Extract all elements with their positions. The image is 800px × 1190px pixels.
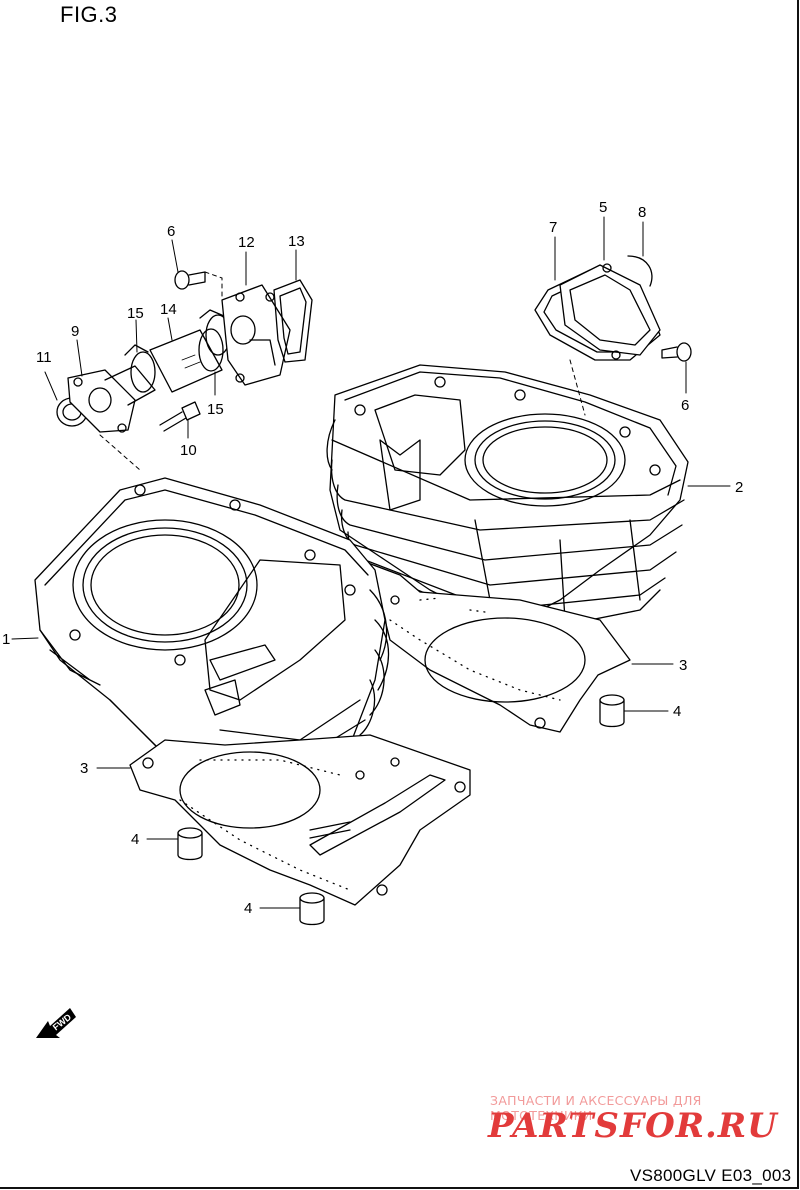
watermark-logo: PARTSFOR.RU xyxy=(488,1106,778,1146)
bolt-part-6-right xyxy=(661,342,692,362)
callout-10: 10 xyxy=(180,442,197,459)
callout-6-left: 6 xyxy=(167,223,175,240)
intake-pipe-part-12 xyxy=(221,284,291,386)
forward-arrow-icon: FWD xyxy=(36,1008,76,1038)
callout-6-right: 6 xyxy=(681,397,689,414)
hose-clamp-part-15-upper xyxy=(124,344,156,393)
callout-4-right: 4 xyxy=(673,703,681,720)
callout-13: 13 xyxy=(288,233,305,250)
rear-cylinder-part-2 xyxy=(326,364,689,631)
callout-15-lower: 15 xyxy=(207,401,224,418)
figure-code: VS800GLV E03_003 xyxy=(630,1166,792,1185)
intake-pipe-flange-part-9 xyxy=(67,365,156,433)
rear-cylinder-gasket xyxy=(359,559,631,733)
callout-7: 7 xyxy=(549,219,557,236)
o-ring-part-8 xyxy=(627,255,653,287)
intake-pipe-gasket-part-13 xyxy=(273,279,313,363)
callout-3-rear: 3 xyxy=(679,657,687,674)
callout-4-middle: 4 xyxy=(131,831,139,848)
watermark-tagline: ЗАПЧАСТИ И АКСЕССУАРЫ ДЛЯ МОТОТЕХНИКИ xyxy=(490,1093,702,1123)
bolt-part-6-left xyxy=(174,270,206,290)
callout-5: 5 xyxy=(599,199,607,216)
dowel-pin-upper-right xyxy=(599,694,625,728)
callout-8: 8 xyxy=(638,204,646,221)
callout-numbers: 1 2 3 3 4 4 4 5 6 6 7 8 9 10 11 12 13 14… xyxy=(2,199,743,917)
callout-2: 2 xyxy=(735,479,743,496)
callout-12: 12 xyxy=(238,234,255,251)
callout-11: 11 xyxy=(36,349,52,366)
bolt-part-10 xyxy=(159,401,201,432)
callout-1: 1 xyxy=(2,631,10,648)
dowel-pin-middle-left xyxy=(177,827,203,861)
intake-hose-part-14 xyxy=(149,328,224,393)
callout-15-upper: 15 xyxy=(127,305,144,322)
callout-9: 9 xyxy=(71,323,79,340)
leader-lines xyxy=(11,216,731,909)
intake-pipe-part-5 xyxy=(559,263,661,360)
callout-14: 14 xyxy=(160,301,177,318)
callout-4-lower: 4 xyxy=(244,900,252,917)
alignment-lines xyxy=(99,271,586,471)
dowel-pin-lower xyxy=(299,892,325,926)
front-cylinder-gasket xyxy=(129,734,471,906)
figure-title: FIG.3 xyxy=(60,2,118,27)
callout-3-front: 3 xyxy=(80,760,88,777)
